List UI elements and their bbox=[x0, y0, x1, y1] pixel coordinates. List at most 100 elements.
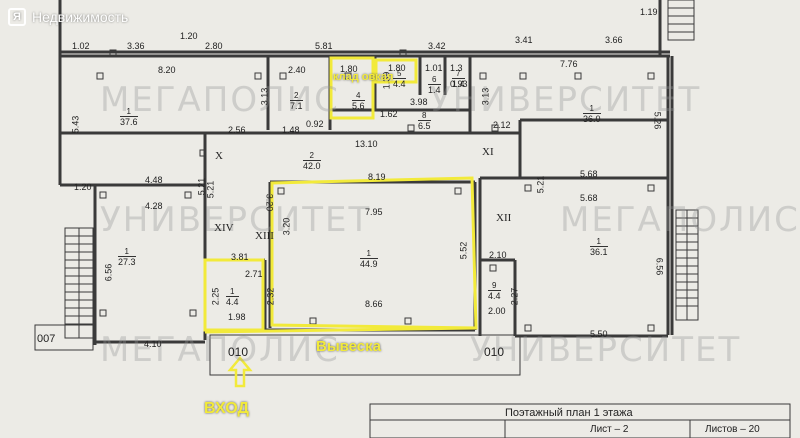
dimension-label: 5.68 bbox=[580, 169, 598, 179]
title-block-sheet: Лист – 2 bbox=[590, 424, 629, 435]
room-number: 8 bbox=[422, 111, 427, 120]
dimension-label: 2.12 bbox=[493, 120, 511, 130]
dimension-label: 5.68 bbox=[580, 193, 598, 203]
dimension-label: 3.20 bbox=[281, 217, 292, 236]
room-area: 5.6 bbox=[352, 100, 365, 112]
room-number: 1 bbox=[366, 249, 371, 258]
dimension-label: 2.25 bbox=[210, 287, 221, 306]
room-area: 4.4 bbox=[488, 290, 501, 302]
window-marks bbox=[96, 49, 655, 332]
dimension-label: 8.19 bbox=[368, 172, 386, 182]
axis-label: 007 bbox=[37, 333, 56, 345]
room-number: 1 bbox=[124, 247, 129, 256]
dimension-label: 1.3 bbox=[450, 63, 463, 73]
dimension-label: 7.76 bbox=[560, 59, 578, 69]
dimension-label: 5.81 bbox=[315, 41, 333, 51]
room-number: 4 bbox=[356, 91, 361, 100]
watermark-5: МЕГАПОЛИС bbox=[100, 330, 340, 370]
dimension-label: 3.13 bbox=[480, 87, 491, 106]
staircase-left-steps bbox=[65, 235, 93, 325]
room-number: 5 bbox=[397, 69, 402, 78]
roman-label: X bbox=[215, 150, 223, 162]
logo: Я Недвижимость bbox=[8, 8, 128, 26]
roman-label: XIV bbox=[214, 222, 234, 234]
storage-label: клад овкая bbox=[333, 71, 394, 83]
dimension-label: 5.21 bbox=[535, 175, 546, 194]
watermark-3: УНИВЕРСИТЕТ bbox=[100, 200, 372, 240]
dimension-label: 3.13 bbox=[259, 87, 270, 106]
dimension-label: 2.32 bbox=[265, 287, 276, 306]
dimension-label: 1.20 bbox=[74, 182, 92, 192]
dimension-label: 4.28 bbox=[145, 201, 163, 211]
dimension-label: 1.62 bbox=[380, 109, 398, 119]
staircase-right-steps bbox=[676, 217, 698, 307]
room-area: 42.0 bbox=[303, 160, 321, 172]
dimension-label: 5.26 bbox=[652, 111, 663, 130]
dimension-label: 5.52 bbox=[458, 241, 469, 260]
dimension-label: 1.98 bbox=[228, 312, 246, 322]
logo-text: Недвижимость bbox=[32, 9, 129, 25]
dimension-label: 3.20 bbox=[264, 193, 275, 212]
dimension-label: 1.80 bbox=[340, 64, 358, 74]
dimension-label: 1.01 bbox=[425, 63, 443, 73]
room-area: 36.0 bbox=[583, 113, 601, 125]
room-number: 9 bbox=[492, 281, 497, 290]
entrance-arrow bbox=[227, 356, 253, 388]
dimension-label: 0.92 bbox=[306, 119, 324, 129]
dimension-label: 2.71 bbox=[245, 269, 263, 279]
title-block-frame bbox=[369, 403, 791, 438]
dimension-label: 3.81 bbox=[231, 252, 249, 262]
dimension-label: 3.98 bbox=[410, 97, 428, 107]
dimension-label: 1.19 bbox=[640, 7, 658, 17]
highlight-outlines bbox=[203, 56, 478, 334]
room-area: 37.6 bbox=[120, 116, 138, 128]
room-number: 2 bbox=[309, 151, 314, 160]
dimension-label: 0.93 bbox=[450, 79, 468, 89]
dimension-label: 2.00 bbox=[488, 306, 506, 316]
room-number: 1 bbox=[589, 104, 594, 113]
dimension-label: 2.27 bbox=[509, 287, 520, 306]
room-area: 36.1 bbox=[590, 246, 608, 258]
title-block-sheets-total: Листов – 20 bbox=[705, 424, 760, 435]
room-area: 7.1 bbox=[290, 100, 303, 112]
staircase-left bbox=[64, 227, 94, 339]
entrance-porch bbox=[209, 334, 521, 376]
dimension-label: 2.56 bbox=[228, 125, 246, 135]
dimension-label: 13.10 bbox=[355, 139, 378, 149]
room-number: 6 bbox=[432, 75, 437, 84]
roman-label: XIII bbox=[255, 230, 274, 242]
staircase-top-right bbox=[667, 0, 695, 41]
dimension-label: 7.95 bbox=[365, 207, 383, 217]
dimension-label: 3.66 bbox=[605, 35, 623, 45]
signboard-label: Вывеска bbox=[316, 338, 382, 355]
dimension-label: 3.42 bbox=[428, 41, 446, 51]
dimension-label: 1.80 bbox=[388, 63, 406, 73]
roman-label: XI bbox=[482, 146, 494, 158]
title-block-title: Поэтажный план 1 этажа bbox=[505, 407, 633, 419]
dimension-label: 6.56 bbox=[654, 257, 665, 276]
dimension-label: 4.48 bbox=[145, 175, 163, 185]
dimension-label: 3.36 bbox=[127, 41, 145, 51]
entrance-label: ВХОД bbox=[204, 400, 249, 417]
dimension-label: 8.66 bbox=[365, 299, 383, 309]
room-number: 7 bbox=[456, 69, 461, 78]
watermark-4: МЕГАПОЛИС bbox=[560, 200, 800, 240]
dimension-label: 1.02 bbox=[72, 41, 90, 51]
dimension-label: 2.40 bbox=[288, 65, 306, 75]
dimension-label: 3.41 bbox=[515, 35, 533, 45]
axis-label: 010 bbox=[228, 345, 249, 359]
room-area: 4.4 bbox=[393, 78, 406, 90]
room-number: 1 bbox=[126, 107, 131, 116]
